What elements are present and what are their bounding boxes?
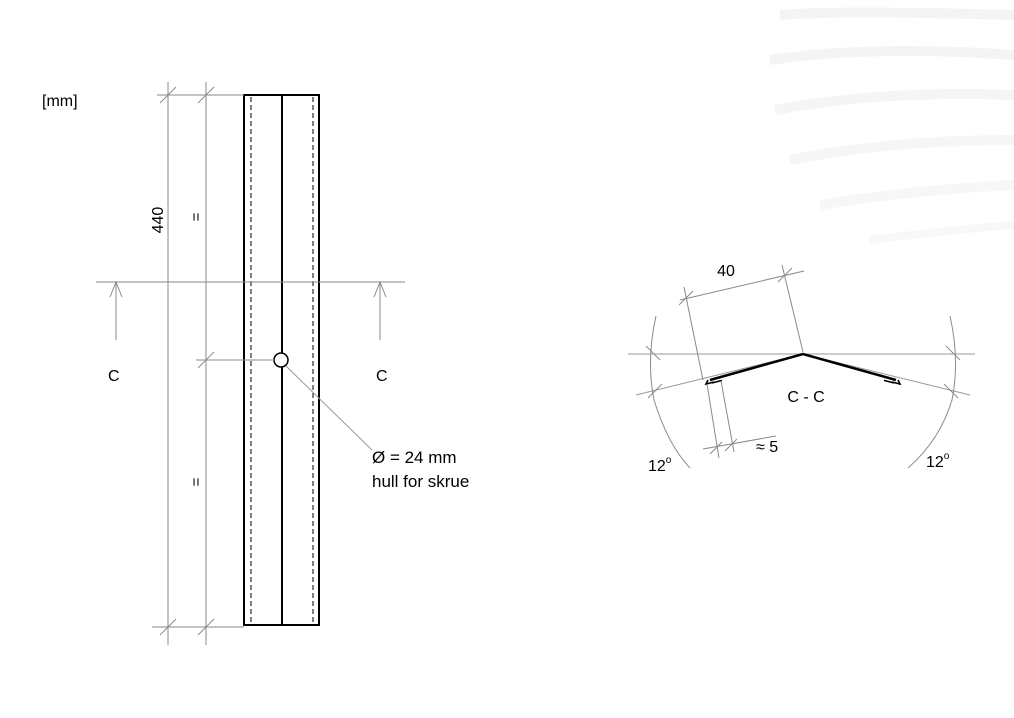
dim-line-width (679, 270, 805, 301)
background-watermark (769, 7, 1014, 244)
ext-line-fold-inner (720, 380, 735, 453)
angle-arc-left (649, 315, 691, 469)
hem-right (883, 379, 902, 386)
width-dimension: 40 (717, 263, 735, 280)
section-label-right: C (376, 368, 388, 385)
angle-label-right: 12o (926, 451, 950, 471)
tick (678, 290, 694, 306)
hole-diameter-label: Ø = 24 mm (372, 448, 457, 467)
tick (159, 86, 177, 104)
angle-label-left: 12o (648, 455, 672, 475)
tick (197, 86, 215, 104)
hole-description-label: hull for skrue (372, 472, 469, 491)
units-label: [mm] (42, 93, 78, 110)
ext-line-width-left (683, 286, 704, 381)
section-view: 40 ≈ 5 C - C 12o 12o (628, 263, 975, 475)
elevation-view: C C 440 = = Ø = 24 mm hull for skrue (96, 82, 469, 645)
section-arrowhead-right (373, 280, 387, 298)
tick (724, 438, 738, 452)
fold-dimension: ≈ 5 (756, 439, 778, 456)
section-label-left: C (108, 368, 120, 385)
tick (777, 267, 793, 283)
ridge-profile (709, 352, 897, 382)
section-title: C - C (787, 389, 824, 406)
tick (647, 383, 663, 399)
tick (943, 383, 959, 399)
screw-hole (273, 352, 289, 368)
tick (197, 618, 215, 636)
hem-left (704, 379, 723, 386)
ext-line-fold-outer (706, 383, 720, 459)
tick (709, 441, 723, 455)
hole-leader (285, 365, 373, 451)
angle-arc-right (907, 315, 957, 469)
equal-mark-lower: = (188, 477, 205, 486)
tick (197, 351, 215, 369)
tick (645, 345, 661, 361)
equal-mark-upper: = (188, 212, 205, 221)
ext-line-width-right (781, 264, 804, 353)
length-dimension: 440 (150, 207, 167, 234)
tick (159, 618, 177, 636)
section-arrowhead-left (109, 280, 123, 298)
tick (945, 345, 961, 361)
dim-line-fold (702, 435, 777, 450)
